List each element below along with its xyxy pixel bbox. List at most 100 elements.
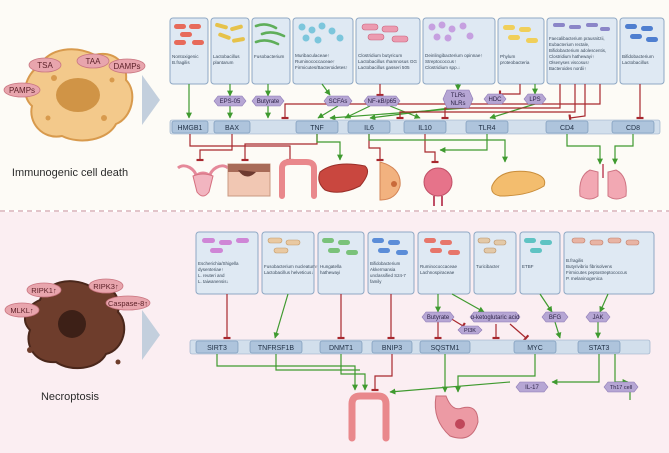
svg-text:Akkermansia: Akkermansia bbox=[370, 267, 396, 272]
svg-text:SCFAs: SCFAs bbox=[329, 99, 348, 105]
svg-text:TNF: TNF bbox=[310, 125, 324, 132]
svg-text:RIPK1↑: RIPK1↑ bbox=[31, 286, 56, 295]
mediator-pill: Th17 cell bbox=[603, 381, 639, 393]
bacteria-box: Bifidobacterium Lactobacillus bbox=[619, 17, 665, 85]
svg-text:Clostridium hathewayi↑: Clostridium hathewayi↑ bbox=[549, 54, 594, 59]
svg-text:HDC: HDC bbox=[489, 97, 503, 103]
top-chevron bbox=[142, 75, 160, 125]
svg-text:BNIP3: BNIP3 bbox=[382, 345, 402, 352]
uterus-organ-icon bbox=[177, 164, 229, 197]
bottom-panel-label: Necroptosis bbox=[41, 391, 100, 403]
svg-text:L. reuteri and: L. reuteri and bbox=[198, 273, 225, 278]
bacteria-box: Fusobacterium bbox=[251, 17, 291, 85]
colon-organ-icon bbox=[348, 392, 390, 442]
svg-text:Firmicutes peptostreptococcus: Firmicutes peptostreptococcus bbox=[566, 270, 628, 275]
svg-text:Faecalibacterium prausnitzii,: Faecalibacterium prausnitzii, bbox=[549, 36, 605, 41]
svg-text:Escherichia/Shigella: Escherichia/Shigella bbox=[198, 261, 239, 266]
svg-text:family: family bbox=[370, 279, 382, 284]
svg-text:hathewayi: hathewayi bbox=[320, 270, 340, 275]
svg-text:Lactobacillus rhamnosus GG: Lactobacillus rhamnosus GG bbox=[358, 59, 417, 64]
target-node: STAT3 bbox=[577, 340, 621, 354]
svg-text:TSA: TSA bbox=[37, 61, 53, 70]
bacteria-box: Nontoxigenic B.fragilis bbox=[169, 17, 209, 85]
bacteria-box: Turicibacter bbox=[473, 231, 517, 295]
top-cell-group: TSA TAA DAMPs PAMPs Immunogenic cell dea… bbox=[3, 48, 146, 179]
lungs-organ-icon bbox=[579, 164, 627, 200]
mediator-pill: PI3K bbox=[457, 325, 483, 335]
svg-text:CD4: CD4 bbox=[560, 125, 574, 132]
svg-text:Hungatella: Hungatella bbox=[320, 264, 342, 269]
cell-tag-caspase8: Caspase-8↑ bbox=[105, 295, 151, 311]
svg-text:IL-17: IL-17 bbox=[525, 385, 539, 391]
svg-text:TLRs: TLRs bbox=[451, 93, 465, 99]
mediator-pill: EPS-05 bbox=[213, 95, 247, 107]
svg-text:Lactobacillus: Lactobacillus bbox=[213, 54, 240, 59]
svg-text:Turicibacter: Turicibacter bbox=[476, 264, 500, 269]
skin-organ-icon bbox=[227, 163, 271, 197]
target-node: CD8 bbox=[611, 120, 655, 134]
mediator-pill: Butyrate bbox=[251, 95, 285, 107]
cell-tag-mlkl: MLKL↑ bbox=[4, 302, 40, 318]
pancreas-organ-icon bbox=[491, 170, 546, 197]
svg-text:Lactobacillus helveticus↓: Lactobacillus helveticus↓ bbox=[264, 270, 314, 275]
svg-text:TNFRSF1B: TNFRSF1B bbox=[258, 345, 295, 352]
svg-text:Bifidobacterium adolescentis,: Bifidobacterium adolescentis, bbox=[549, 48, 606, 53]
svg-text:STAT3: STAT3 bbox=[589, 345, 610, 352]
target-node: IL10 bbox=[403, 120, 447, 134]
svg-text:SQSTM1: SQSTM1 bbox=[431, 345, 460, 352]
svg-text:Butyrate: Butyrate bbox=[257, 99, 280, 105]
bacteria-box: Clostridium butyricum Lactobacillus rham… bbox=[355, 17, 421, 85]
bacteria-box: Phylum proteobacteria bbox=[497, 17, 545, 85]
svg-text:Olsenyses viscosus↑: Olsenyses viscosus↑ bbox=[549, 60, 590, 65]
svg-text:NF-κB/p65: NF-κB/p65 bbox=[368, 99, 397, 105]
svg-text:PI3K: PI3K bbox=[464, 328, 476, 334]
svg-text:dysenteriae↑: dysenteriae↑ bbox=[198, 267, 224, 272]
svg-text:Phylum: Phylum bbox=[500, 54, 515, 59]
top-connectors bbox=[186, 83, 644, 122]
svg-text:Bifidobacterium: Bifidobacterium bbox=[622, 54, 654, 59]
svg-text:Clostridium spp.↓: Clostridium spp.↓ bbox=[425, 65, 460, 70]
stomach-organ-icon bbox=[434, 395, 479, 439]
svg-text:proteobacteria: proteobacteria bbox=[500, 60, 530, 65]
mediator-pill: SCFAs bbox=[323, 95, 353, 107]
svg-text:P. melaninogenica: P. melaninogenica bbox=[566, 276, 603, 281]
svg-text:B.fragilis: B.fragilis bbox=[172, 60, 190, 65]
svg-text:Firmicutes/Bacteroidetes↑: Firmicutes/Bacteroidetes↑ bbox=[295, 65, 348, 70]
svg-text:Fusobacterium: Fusobacterium bbox=[254, 54, 285, 59]
mediator-pill: BFG bbox=[541, 311, 569, 323]
bacteria-box: Deinlingibacterium opinnae↑ Streptococcu… bbox=[422, 17, 496, 85]
svg-text:ETBF: ETBF bbox=[522, 264, 534, 269]
target-node: DNMT1 bbox=[319, 340, 363, 354]
target-node: TNFRSF1B bbox=[249, 340, 303, 354]
svg-text:RIPK3↑: RIPK3↑ bbox=[93, 282, 118, 291]
svg-text:Butyrivibrio fibrisolvens: Butyrivibrio fibrisolvens bbox=[566, 264, 613, 269]
immunogenic-cell-icon bbox=[24, 48, 134, 142]
liver-organ-icon bbox=[318, 163, 369, 193]
cell-tag-taa: TAA bbox=[76, 53, 110, 69]
bottom-cell-group: RIPK1↑ RIPK3↑ MLKL↑ Caspase-8↑ Necroptos… bbox=[4, 278, 151, 403]
svg-text:Deinlingibacterium opinnae↑: Deinlingibacterium opinnae↑ bbox=[425, 53, 483, 58]
mediator-pill: IL-17 bbox=[515, 381, 549, 393]
svg-text:Bifidobacterium: Bifidobacterium bbox=[370, 261, 401, 266]
mediator-pill: NF-κB/p65 bbox=[363, 95, 401, 107]
svg-text:TLR4: TLR4 bbox=[478, 125, 495, 132]
svg-text:Streptococcus↑: Streptococcus↑ bbox=[425, 59, 456, 64]
target-node: SIRT3 bbox=[195, 340, 239, 354]
svg-text:IL10: IL10 bbox=[418, 125, 432, 132]
cell-tag-ripk3: RIPK3↑ bbox=[88, 278, 124, 294]
cell-tag-ripk1: RIPK1↑ bbox=[26, 282, 62, 298]
bacteria-box: Escherichia/Shigella dysenteriae↑ L. reu… bbox=[195, 231, 259, 295]
bacteria-box: Ruminococcaceae Lachnospiraceae bbox=[417, 231, 471, 295]
bacteria-box: Faecalibacterium prausnitzii, Eubacteriu… bbox=[546, 17, 618, 85]
svg-text:B.fragilis: B.fragilis bbox=[566, 258, 584, 263]
mediator-pill: HDC bbox=[483, 93, 507, 105]
svg-text:IL6: IL6 bbox=[364, 125, 374, 132]
bacteria-box: Lactobacillus plantarum bbox=[210, 17, 250, 85]
svg-text:Clostridium butyricum: Clostridium butyricum bbox=[358, 53, 402, 58]
svg-text:BFG: BFG bbox=[549, 315, 562, 321]
bottom-target-row: SIRT3 TNFRSF1B DNMT1 BNIP3 SQSTM1 MYC ST… bbox=[189, 339, 651, 355]
bacteria-box: Fusobacterium nucleatum↑ Lactobacillus h… bbox=[261, 231, 318, 295]
bacteria-box: B.fragilis Butyrivibrio fibrisolvens Fir… bbox=[563, 231, 655, 295]
svg-text:MYC: MYC bbox=[527, 345, 543, 352]
